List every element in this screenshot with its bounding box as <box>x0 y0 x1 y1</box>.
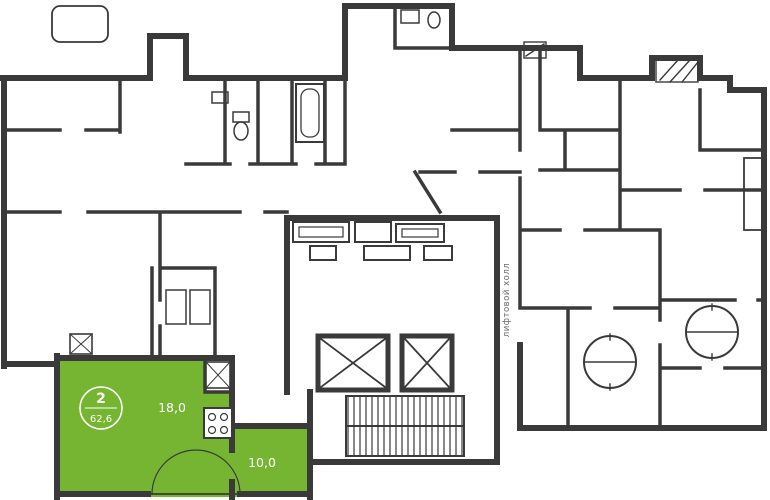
table-icon-1 <box>583 333 637 391</box>
room-label-kitchen: 10,0 <box>248 455 276 470</box>
duct-shaft-icon <box>205 361 231 389</box>
vent-duct-icon <box>292 221 453 261</box>
vent-box-top <box>523 41 547 59</box>
room-labels: 18,0 10,0 <box>158 400 276 470</box>
apartment-badge[interactable]: 2 62,6 <box>79 386 123 430</box>
elevator-1-icon <box>315 333 391 393</box>
bathtub-icon <box>295 83 325 143</box>
inner-walls <box>2 4 766 430</box>
elevator-2-icon <box>399 333 455 393</box>
table-icon-2 <box>685 303 739 361</box>
apartment-2-highlight[interactable] <box>57 360 310 497</box>
right-bay <box>743 157 767 231</box>
room-label-living: 18,0 <box>158 400 186 415</box>
refuse-shaft-icon <box>69 333 93 355</box>
stove-icon <box>203 407 233 439</box>
walls <box>0 3 767 500</box>
window-lines <box>51 77 241 495</box>
toilet-icon-2 <box>400 9 441 29</box>
toilet-icon <box>232 111 250 141</box>
stairs-icon <box>345 395 465 457</box>
storage-boxes <box>165 289 211 325</box>
badge-ring <box>79 386 123 430</box>
balcony-top-left <box>51 5 109 43</box>
sink-icon <box>211 91 229 104</box>
badge-rooms-count: 2 <box>96 391 106 407</box>
door-arc-icon <box>151 449 241 495</box>
balcony-hatched <box>655 57 699 83</box>
badge-area: 62,6 <box>90 414 112 425</box>
elevator-hall-label: лифтовой холл <box>502 263 512 337</box>
